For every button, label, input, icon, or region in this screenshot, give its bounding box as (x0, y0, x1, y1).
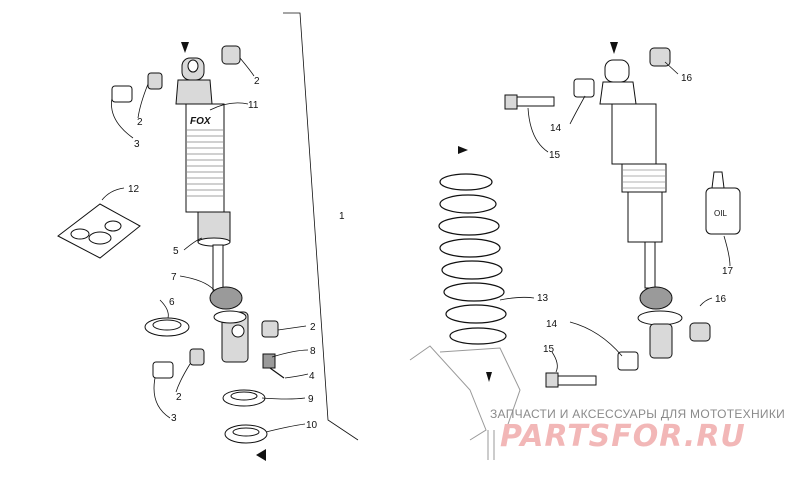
right-bushing-14-lower (617, 351, 639, 371)
callout-16-lower: 16 (715, 294, 727, 305)
callout-17: 17 (722, 266, 734, 277)
callout-15-lower: 15 (543, 344, 555, 355)
lock-nut-10-bore (232, 427, 260, 437)
leader-lines-left (101, 57, 309, 433)
callout-16-upper: 16 (681, 73, 693, 84)
callout-15-upper: 15 (549, 150, 561, 161)
right-shock-cap (599, 81, 637, 105)
seal-kit-12 (57, 203, 141, 259)
right-bolt-15-upper-head (504, 94, 518, 110)
callout-1: 1 (339, 211, 345, 222)
bushing-3-lower (152, 361, 174, 379)
right-bushing-14-upper (573, 78, 595, 98)
watermark-brand: PARTSFOR.RU (500, 419, 746, 454)
top-arrow-marker-spring (458, 146, 468, 154)
adjuster-nut-9-bore (230, 391, 258, 401)
top-arrow-marker-right (610, 42, 618, 54)
fox-logo: FOX (190, 116, 212, 127)
callout-8: 8 (310, 346, 316, 357)
frame-arrow-marker (486, 372, 492, 382)
coil-spring-13 (438, 146, 507, 345)
frame-outline (409, 345, 521, 460)
spacer-2-lower-right (261, 320, 279, 338)
assembly-bracket-1 (283, 12, 359, 441)
callout-14-lower: 14 (546, 319, 558, 330)
bushing-3-upper (111, 85, 133, 103)
callout-2-top-right: 2 (254, 76, 260, 87)
right-nut-16-lower (689, 322, 711, 342)
callout-4: 4 (309, 371, 315, 382)
callout-2-lower-right: 2 (310, 322, 316, 333)
callout-2-top-left: 2 (137, 117, 143, 128)
callout-10: 10 (306, 420, 318, 431)
seal-kit-ring-c (104, 220, 122, 232)
right-top-eyelet (604, 59, 630, 83)
spacer-2-upper-left (147, 72, 163, 90)
callout-labels: 1 2 2 2 2 3 3 4 5 6 7 8 9 10 11 12 13 14… (128, 73, 734, 431)
right-nut-16-upper (649, 47, 671, 67)
callout-3-upper: 3 (134, 139, 140, 150)
shock-shaft (212, 244, 224, 291)
spring-retainer-inner (152, 319, 182, 331)
callout-14-upper: 14 (550, 123, 562, 134)
callout-3-lower: 3 (171, 413, 177, 424)
right-shock-lower-body (627, 191, 663, 243)
watermark-tagline: ЗАПЧАСТИ И АКСЕССУАРЫ ДЛЯ МОТОТЕХНИКИ (490, 407, 785, 421)
right-bolt-15-lower (553, 375, 597, 386)
bump-stop-7 (209, 286, 243, 310)
set-screw-4 (269, 367, 285, 379)
right-bolt-15-upper (513, 96, 555, 107)
seal-kit-ring-a (70, 228, 90, 240)
left-shock-assembly: FOX (57, 42, 285, 461)
spacer-2-upper-right (221, 45, 241, 65)
right-spring-seat (637, 310, 683, 326)
callout-9: 9 (308, 394, 314, 405)
right-shock-shaft (644, 241, 656, 289)
callout-2-lower-left: 2 (176, 392, 182, 403)
callout-7: 7 (171, 272, 177, 283)
clevis-bolt-hole (231, 324, 245, 338)
oil-bottle-nozzle (711, 171, 725, 189)
right-shock-upper-body (611, 103, 657, 165)
body-ribs (187, 129, 223, 197)
valve-fitting-8 (262, 353, 276, 369)
callout-13: 13 (537, 293, 549, 304)
seal-kit-ring-b (88, 231, 112, 245)
right-shock-assembly: OIL (504, 42, 741, 388)
watermark: ЗАПЧАСТИ И АКСЕССУАРЫ ДЛЯ МОТОТЕХНИКИ PA… (490, 407, 785, 454)
right-bump-stop (639, 286, 673, 310)
right-bottom-clevis (649, 323, 673, 359)
oil-bottle-17 (705, 187, 741, 235)
callout-5: 5 (173, 246, 179, 257)
right-bolt-15-lower-head (545, 372, 559, 388)
spacer-2-lower-left (189, 348, 205, 366)
callout-12: 12 (128, 184, 140, 195)
bottom-arrow-marker-left (256, 449, 266, 461)
top-arrow-marker-left (181, 42, 189, 53)
eyelet-hole (187, 59, 199, 73)
callout-6: 6 (169, 297, 175, 308)
callout-11: 11 (248, 100, 259, 111)
shock-top-cap (175, 79, 213, 105)
lower-spring-seat (213, 310, 247, 324)
leader-lines-right (499, 61, 731, 373)
oil-label: OIL (714, 209, 727, 218)
